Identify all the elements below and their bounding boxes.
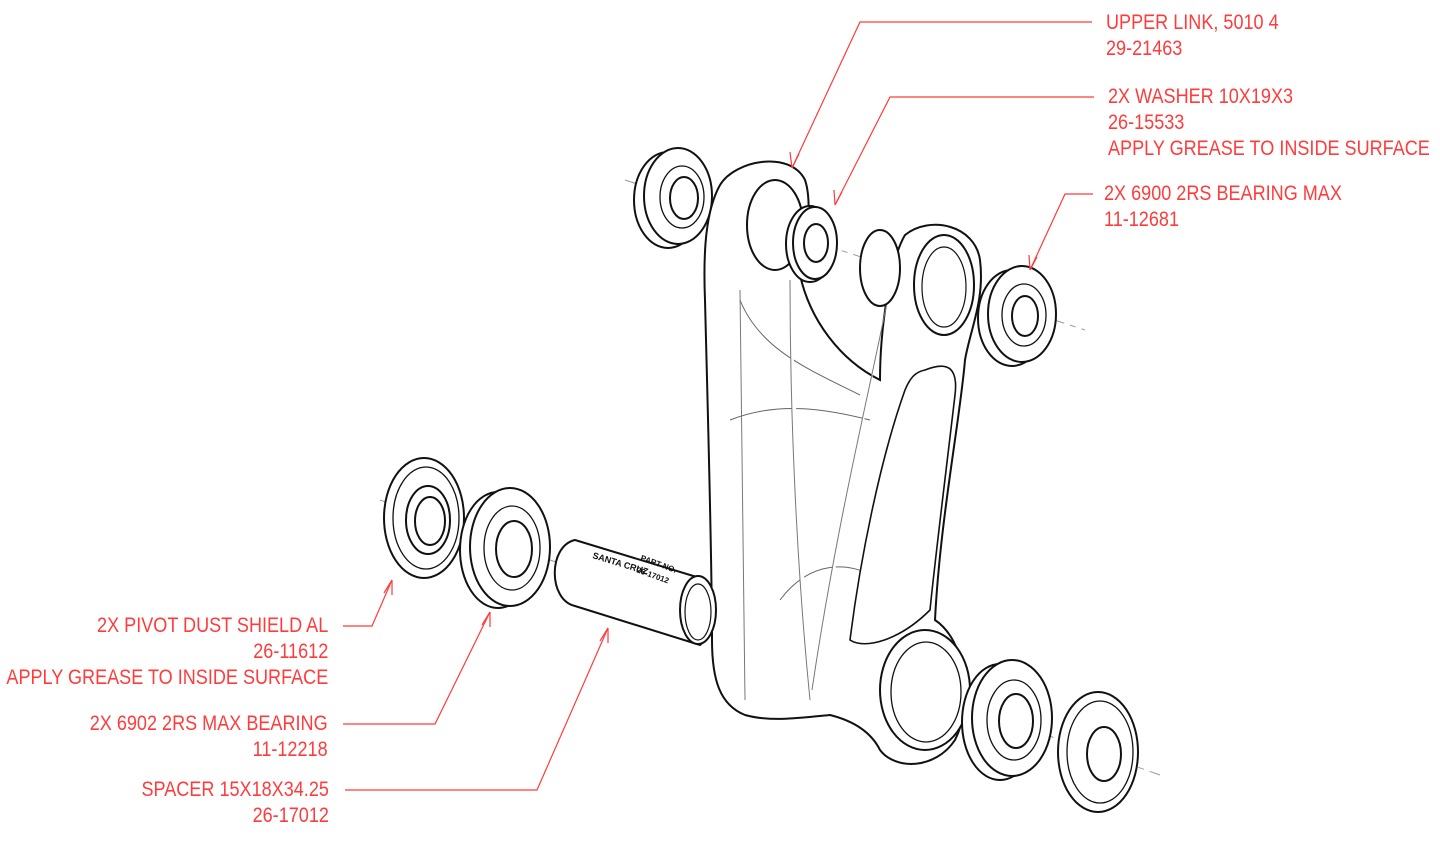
leader-spacer [345,627,609,791]
washer-upper [785,205,838,283]
callout-upper-link: UPPER LINK, 5010 4 29-21463 [1106,10,1307,62]
callout-bearing-6900: 2X 6900 2RS BEARING MAX 11-12681 [1104,181,1381,233]
callout-leaders [343,21,1094,791]
callout-part: 26-11612 [253,640,328,663]
upper-bearing-right [977,265,1057,367]
callout-part: 11-12218 [253,738,328,761]
callout-name: 2X WASHER 10X19X3 [1108,85,1294,108]
leader-upper-link [791,21,1092,169]
callout-part: 26-15533 [1108,111,1185,134]
leader-dust-shield [343,579,393,627]
leader-washer [834,96,1094,206]
callout-name: 2X 6900 2RS BEARING MAX [1104,182,1342,205]
callout-spacer: SPACER 15X18X34.25 26-17012 [111,777,329,829]
upper-bearing-left [633,147,713,249]
callout-dust-shield: 2X PIVOT DUST SHIELD AL 26-11612 APPLY G… [0,613,328,691]
spacer: SANTA CRUZ PART NO. 26-17012 [553,538,717,647]
leader-bearing-6900 [1029,193,1093,271]
dust-shield-left [383,457,465,579]
callout-bearing-6902: 2X 6902 2RS MAX BEARING 11-12218 [51,711,328,763]
callout-note: APPLY GREASE TO INSIDE SURFACE [1108,137,1430,160]
callout-part: 26-17012 [252,804,329,827]
upper-link [703,160,982,765]
callout-part: 11-12681 [1104,208,1179,231]
callout-washer: 2X WASHER 10X19X3 26-15533 APPLY GREASE … [1108,84,1440,162]
callout-name: UPPER LINK, 5010 4 [1106,11,1279,34]
callout-name: 2X PIVOT DUST SHIELD AL [96,614,328,637]
dust-shield-right [1057,691,1139,813]
upper-bearing-inner [859,229,901,307]
callout-part: 29-21463 [1106,37,1183,60]
arrowheads [383,151,1038,643]
callout-name: 2X 6902 2RS MAX BEARING [90,712,328,735]
leader-bearing-6902 [343,611,491,725]
lower-bearing-left [459,487,551,609]
callout-name: SPACER 15X18X34.25 [141,778,329,801]
callout-note: APPLY GREASE TO INSIDE SURFACE [6,666,328,689]
lower-bearing-right [961,659,1053,781]
